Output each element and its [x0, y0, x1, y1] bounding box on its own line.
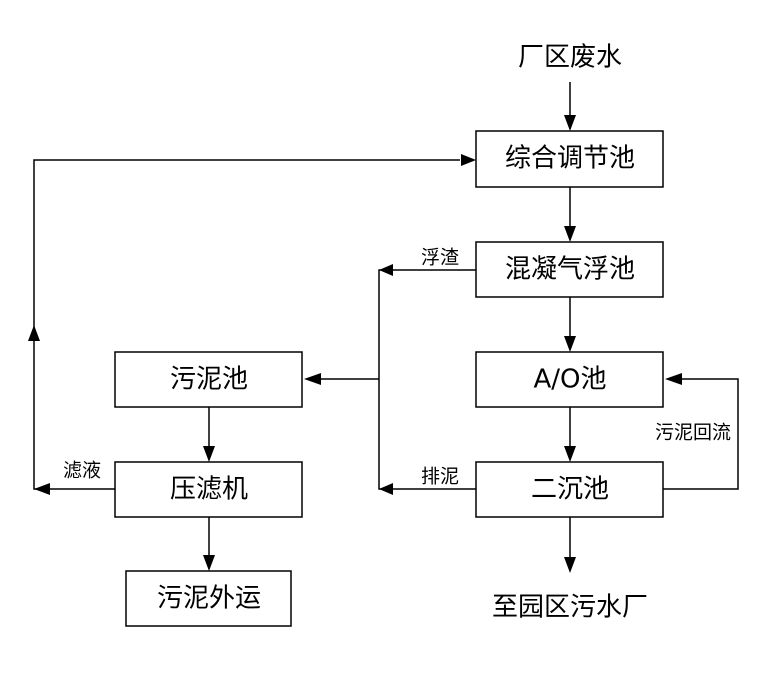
edge-huiliu-line — [663, 378, 739, 490]
node-qifu-box — [475, 241, 664, 298]
arrowhead-icon — [564, 446, 576, 462]
node-erchen-label: 二沉池 — [531, 475, 609, 505]
arrowhead-icon — [304, 373, 321, 385]
node-waiyun-box — [125, 570, 292, 627]
arrowhead-icon — [379, 264, 393, 276]
edge-label-fuzha: 浮渣 — [421, 247, 459, 269]
arrowhead-icon — [28, 325, 40, 341]
arrowhead-icon — [379, 483, 393, 495]
node-tiaojie-label: 综合调节池 — [505, 144, 635, 174]
node-ao-label: A/O池 — [533, 365, 606, 395]
edge-collector-line — [378, 269, 476, 490]
arrowhead-icon — [203, 446, 215, 462]
arrowhead-icon — [461, 154, 476, 166]
node-qifu-label: 混凝气浮池 — [505, 255, 635, 285]
source-label: 厂区废水 — [518, 43, 622, 73]
edge-label-paini: 排泥 — [421, 466, 459, 488]
arrowhead-icon — [564, 115, 576, 131]
node-tiaojie-box — [475, 130, 664, 188]
edge-label-huiliu: 污泥回流 — [655, 422, 731, 444]
node-waiyun-label: 污泥外运 — [157, 584, 261, 614]
arrowhead-icon — [203, 555, 215, 571]
edge-label-lvye: 滤液 — [63, 460, 101, 482]
output-label: 至园区污水厂 — [492, 593, 648, 623]
node-yalv-label: 压滤机 — [170, 475, 248, 505]
edge-lvye-line — [33, 159, 460, 490]
node-ao-box — [475, 351, 664, 408]
arrowhead-icon — [564, 226, 576, 242]
arrowhead-icon — [665, 373, 682, 385]
arrowhead-icon — [564, 557, 576, 573]
arrowhead-icon — [564, 336, 576, 352]
arrowhead-icon — [34, 483, 50, 495]
node-wuni-label: 污泥池 — [170, 365, 248, 395]
